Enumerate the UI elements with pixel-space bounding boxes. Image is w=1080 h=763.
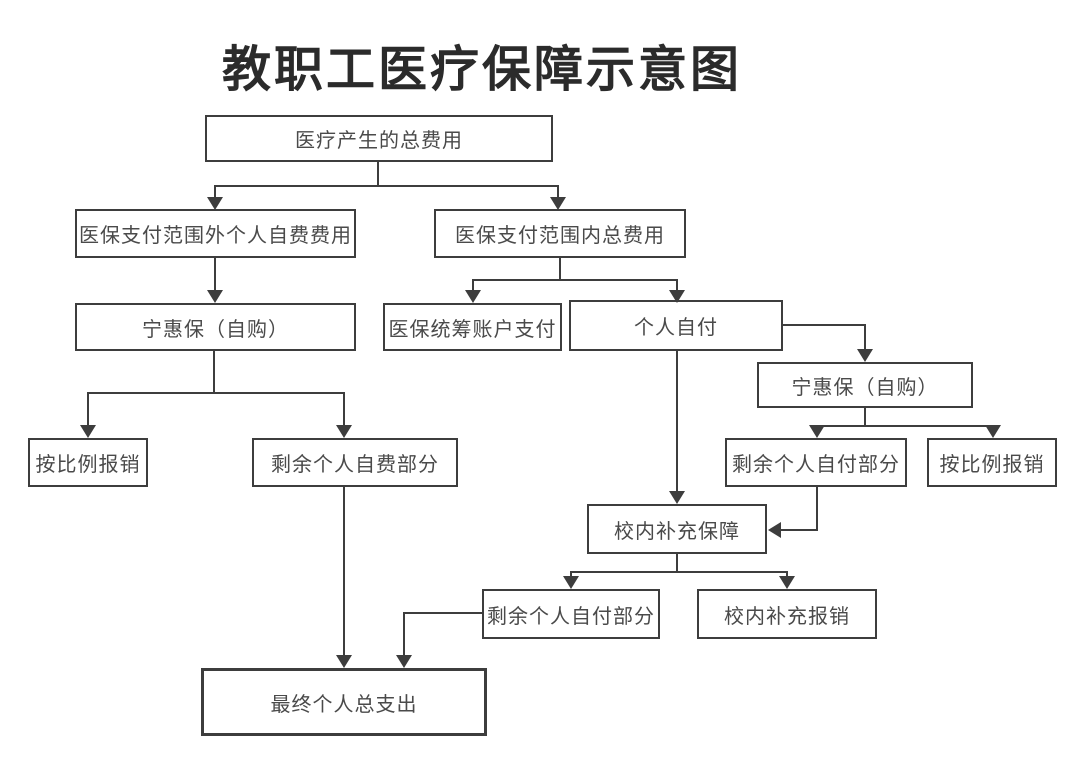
arrowhead-to-campus-supplement [669, 491, 685, 504]
line-self-funded-to-final [343, 487, 345, 658]
line-inside-split [472, 279, 678, 281]
node-ninghuibao-left: 宁惠保（自购） [75, 303, 356, 351]
arrowhead-to-outside-scope [207, 197, 223, 210]
arrowhead-to-remaining-self-paid-right [809, 425, 825, 438]
line-campus-stem [676, 554, 678, 573]
node-inside-scope: 医保支付范围内总费用 [434, 209, 686, 258]
node-remaining-self-paid-bottom: 剩余个人自付部分 [482, 589, 660, 639]
line-total-split [214, 185, 559, 187]
line-inside-left-stub [472, 279, 474, 293]
arrowhead-remaining-bottom-to-final [396, 655, 412, 668]
node-campus-supplement: 校内补充保障 [587, 504, 767, 554]
line-down-to-ninghuibao-right [864, 324, 866, 352]
line-inside-stem [559, 258, 561, 281]
node-final-total: 最终个人总支出 [201, 668, 487, 736]
line-remaining-right-down [816, 487, 818, 531]
arrowhead-to-self-pay [669, 290, 685, 303]
node-pooled-account: 医保统筹账户支付 [383, 303, 562, 351]
line-to-proportional-left [87, 392, 89, 427]
arrowhead-to-proportional-left [80, 425, 96, 438]
node-total-cost: 医疗产生的总费用 [205, 115, 553, 162]
node-proportional-left: 按比例报销 [28, 438, 148, 487]
line-ninghuibao-right-stem [864, 408, 866, 427]
arrowhead-self-funded-to-final [336, 655, 352, 668]
node-remaining-self-funded: 剩余个人自费部分 [252, 438, 458, 487]
node-campus-reimbursement: 校内补充报销 [697, 589, 877, 639]
page-title: 教职工医疗保障示意图 [221, 43, 742, 97]
line-remaining-bottom-horizontal [403, 612, 482, 614]
arrowhead-to-campus-reimbursement [779, 576, 795, 589]
line-campus-split [570, 571, 788, 573]
line-ninghuibao-right-split [816, 425, 993, 427]
line-inside-right-stub [676, 279, 678, 293]
arrowhead-to-ninghuibao-left [207, 290, 223, 303]
line-ninghuibao-left-split [87, 392, 345, 394]
arrowhead-to-remaining-self-paid-bottom [563, 576, 579, 589]
line-ninghuibao-left-stem [213, 351, 215, 394]
arrowhead-to-remaining-self-funded [336, 425, 352, 438]
node-self-pay: 个人自付 [569, 300, 783, 351]
arrowhead-to-ninghuibao-right [857, 349, 873, 362]
line-total-right-stub [557, 185, 559, 199]
line-total-stem [377, 162, 379, 187]
line-campus-left-stub [570, 571, 572, 580]
line-remaining-bottom-down [403, 612, 405, 658]
arrowhead-into-campus-supplement-side [768, 522, 781, 538]
arrowhead-to-inside-scope [550, 197, 566, 210]
line-total-left-stub [214, 185, 216, 199]
line-to-remaining-self-funded [343, 392, 345, 427]
line-outside-to-ninghuibao [214, 258, 216, 292]
node-outside-scope: 医保支付范围外个人自费费用 [75, 209, 356, 258]
line-selfpay-to-campus [676, 351, 678, 494]
node-proportional-right: 按比例报销 [927, 438, 1057, 487]
line-campus-right-stub [786, 571, 788, 580]
node-ninghuibao-right: 宁惠保（自购） [757, 362, 973, 408]
node-remaining-self-paid-right: 剩余个人自付部分 [725, 438, 907, 487]
arrowhead-to-proportional-right [985, 425, 1001, 438]
line-selfpay-right [783, 324, 866, 326]
arrowhead-to-pooled-account [465, 290, 481, 303]
line-remaining-right-horizontal [779, 529, 818, 531]
